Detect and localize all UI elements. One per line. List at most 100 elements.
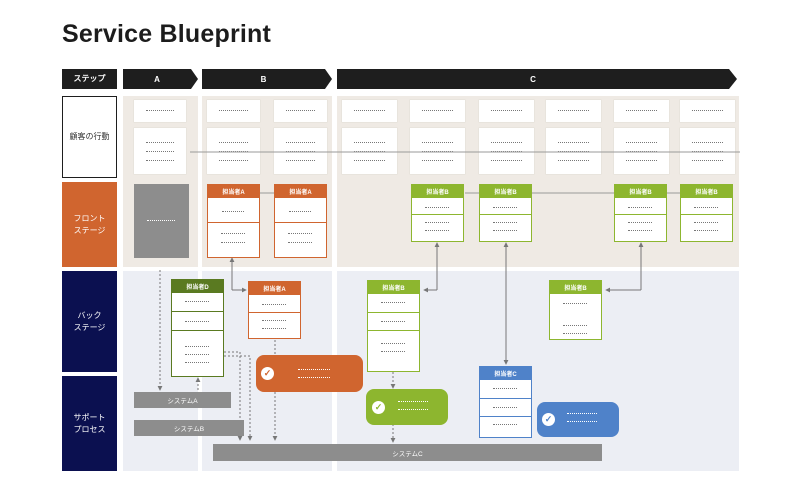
customer-action-header [410, 100, 465, 122]
step-a-arrow [123, 69, 198, 89]
lane-c-top [337, 96, 739, 267]
role-text [381, 343, 405, 344]
front-role-b-3: 担当者B [614, 184, 667, 242]
customer-action-text [626, 110, 657, 111]
step-a-label: A [154, 74, 160, 84]
customer-action-text [354, 110, 385, 111]
role-header: 担当者B [368, 281, 419, 294]
system-b-bar: システムB [134, 420, 244, 436]
customer-action-text [491, 142, 522, 143]
system-c-bar: システムC [213, 444, 602, 461]
check-icon: ✓ [372, 401, 385, 414]
row-label-steps: ステップ [62, 69, 117, 89]
step-b-label: B [260, 74, 267, 84]
role-text [262, 304, 286, 305]
back-role-c: 担当者C [479, 366, 532, 438]
customer-action-text [626, 142, 657, 143]
customer-action-header [680, 100, 735, 122]
note-text [567, 421, 597, 422]
customer-action-text [146, 142, 174, 143]
step-c-arrow [337, 69, 737, 89]
link-d-system-b [224, 351, 243, 441]
role-text [425, 222, 449, 223]
customer-action-card [274, 128, 327, 174]
customer-action-text [146, 151, 174, 152]
customer-action-text [692, 110, 723, 111]
note-text [567, 413, 597, 414]
role-text [694, 230, 718, 231]
customer-action-text [626, 160, 657, 161]
role-text [628, 207, 652, 208]
role-divider [172, 330, 223, 331]
customer-action-header [134, 100, 186, 122]
role-header: 担当者B [615, 185, 666, 198]
customer-action-card [134, 128, 186, 174]
role-text [288, 233, 312, 234]
back-role-d: 担当者D [171, 279, 224, 377]
back-role-b-1: 担当者B [367, 280, 420, 372]
role-header: 担当者D [172, 280, 223, 293]
customer-action-header [614, 100, 669, 122]
role-divider [368, 330, 419, 331]
role-text [221, 233, 245, 234]
front-role-a-2: 担当者A [274, 184, 327, 258]
role-header: 担当者A [275, 185, 326, 198]
step-arrows [123, 69, 737, 89]
role-text [185, 354, 209, 355]
role-text [262, 320, 286, 321]
role-text [425, 207, 449, 208]
role-text [493, 388, 517, 389]
note-orange: ✓ [256, 355, 363, 392]
role-header: 担当者C [480, 367, 531, 380]
role-divider [412, 214, 463, 215]
role-divider [480, 416, 531, 417]
role-text [381, 302, 405, 303]
role-header: 担当者A [208, 185, 259, 198]
role-text [493, 230, 517, 231]
role-text [289, 211, 311, 212]
system-a-bar: システムA [134, 392, 231, 408]
role-header: 担当者B [412, 185, 463, 198]
page-title: Service Blueprint [62, 20, 272, 48]
role-text [694, 207, 718, 208]
customer-action-text [558, 142, 589, 143]
customer-action-text [422, 160, 453, 161]
role-text [381, 351, 405, 352]
role-text [563, 333, 587, 334]
customer-action-text [692, 160, 723, 161]
customer-action-text [146, 110, 174, 111]
step-b-arrow [202, 69, 332, 89]
role-divider [615, 214, 666, 215]
check-icon: ✓ [261, 367, 274, 380]
note-text [398, 401, 428, 402]
role-text [694, 222, 718, 223]
role-text [185, 362, 209, 363]
role-header: 担当者B [480, 185, 531, 198]
customer-action-header [546, 100, 601, 122]
front-a-text [147, 220, 175, 221]
note-green: ✓ [366, 389, 448, 425]
role-text [288, 242, 312, 243]
note-text [298, 369, 330, 370]
role-divider [368, 312, 419, 313]
customer-action-header [274, 100, 327, 122]
customer-action-text [491, 110, 522, 111]
front-a-block [134, 184, 189, 258]
customer-action-text [286, 142, 315, 143]
customer-action-header [207, 100, 260, 122]
row-label-front: フロント ステージ [62, 182, 117, 267]
customer-action-header [479, 100, 534, 122]
check-icon: ✓ [542, 413, 555, 426]
role-divider [480, 214, 531, 215]
row-label-support: サポート プロセス [62, 376, 117, 471]
role-divider [480, 398, 531, 399]
role-divider [172, 311, 223, 312]
role-text [222, 211, 244, 212]
customer-action-text [219, 142, 248, 143]
row-label-back: バック ステージ [62, 271, 117, 372]
front-role-b-1: 担当者B [411, 184, 464, 242]
role-text [563, 325, 587, 326]
customer-action-header [342, 100, 397, 122]
role-text [425, 230, 449, 231]
